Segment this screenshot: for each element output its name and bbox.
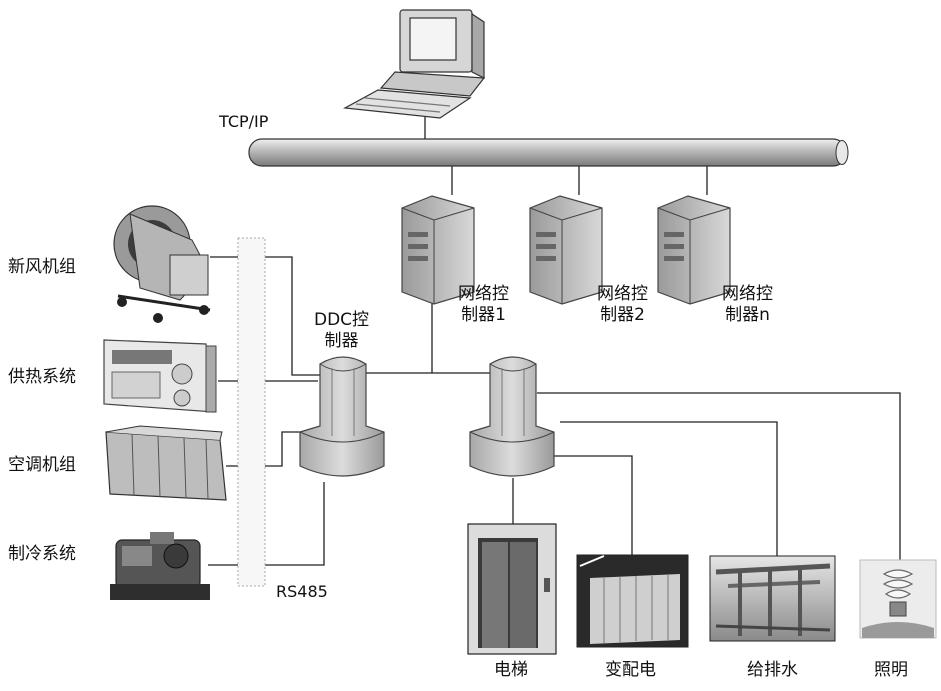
subsystem-air-conditioning: 空调机组	[8, 455, 76, 475]
network-controller-2-line2: 制器2	[600, 305, 645, 326]
chiller-unit-icon	[110, 532, 210, 600]
light-bulb-icon	[859, 559, 937, 639]
tcpip-label: TCP/IP	[219, 112, 269, 131]
subsystem-water-supply-drainage: 给排水	[747, 660, 798, 680]
network-controller-n-label: 网络控 制器n	[722, 284, 773, 327]
subsystem-elevator: 电梯	[494, 660, 528, 680]
line-ddc-plumbing	[560, 421, 778, 556]
air-conditioning-unit-icon	[105, 425, 227, 501]
network-controller-2-label: 网络控 制器2	[597, 284, 648, 327]
network-controller-n-line1: 网络控	[722, 284, 773, 304]
tcpip-backbone	[248, 138, 849, 167]
line-ddc-lighting	[537, 392, 901, 560]
heating-panel-icon	[103, 339, 217, 413]
network-controller-1-label: 网络控 制器1	[458, 284, 509, 327]
subsystem-lighting: 照明	[874, 660, 908, 680]
ddc-controller-icon	[469, 356, 555, 477]
connection-lines	[208, 117, 901, 566]
desktop-computer-icon	[343, 9, 486, 119]
network-controller-1-line1: 网络控	[458, 284, 509, 304]
subsystem-fresh-air: 新风机组	[8, 257, 76, 277]
switchgear-icon	[576, 554, 689, 648]
rs485-label: RS485	[276, 582, 328, 601]
ddc-controller-line2: 制器	[324, 331, 359, 352]
ddc-controller-label: DDC控 制器	[314, 310, 369, 353]
blower-fan-icon	[113, 205, 211, 323]
network-controller-2-line1: 网络控	[597, 284, 648, 304]
elevator-icon	[467, 523, 557, 655]
server-tower-icon	[657, 195, 731, 305]
subsystem-power-distribution: 变配电	[605, 660, 656, 680]
pipes-icon	[709, 555, 836, 642]
server-tower-icon	[529, 195, 603, 305]
subsystem-refrigeration: 制冷系统	[8, 544, 76, 564]
subsystem-heating: 供热系统	[8, 367, 76, 387]
ddc-controller-line1: DDC控	[314, 310, 370, 330]
network-controller-1-line2: 制器1	[461, 305, 506, 326]
server-tower-icon	[401, 195, 475, 305]
ddc-controller-icon	[299, 356, 385, 477]
line-ddc-substation	[550, 455, 633, 556]
line-fan-ddc	[210, 256, 322, 376]
network-controller-n-line2: 制器n	[725, 305, 770, 326]
rs485-bus-strip	[237, 237, 266, 587]
